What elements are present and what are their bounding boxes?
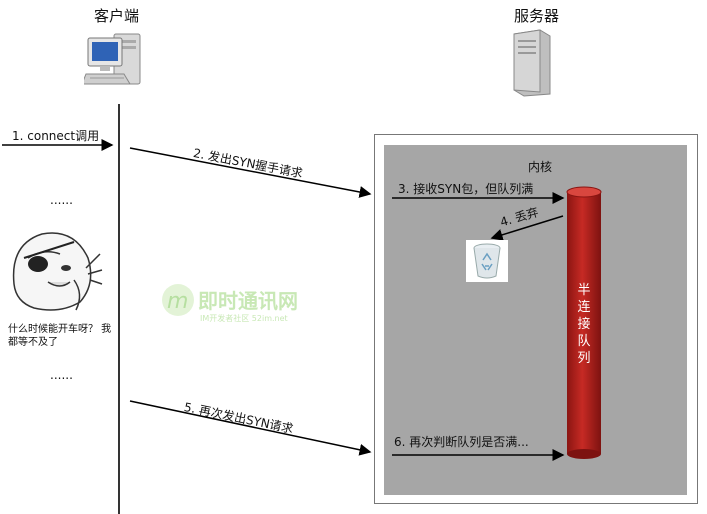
ellipsis-top: ...... xyxy=(50,193,73,207)
step-6-label: 6. 再次判断队列是否满... xyxy=(394,435,529,449)
trash-bin-icon xyxy=(466,240,508,282)
step-3-label: 3. 接收SYN包，但队列满 xyxy=(398,182,534,196)
meme-caption-line1: 什么时候能开车呀？ 我 xyxy=(8,324,112,335)
discard-arrow xyxy=(490,215,564,241)
syn-retry-arrow xyxy=(129,400,372,456)
server-tower-icon xyxy=(510,28,552,98)
client-title: 客户端 xyxy=(94,7,140,25)
svg-text:m: m xyxy=(167,289,188,314)
meme-caption-line2: 都等不及了 xyxy=(8,337,58,348)
svg-text:IM开发者社区 52im.net: IM开发者社区 52im.net xyxy=(200,313,288,323)
syn-request-arrow xyxy=(129,147,372,198)
server-title: 服务器 xyxy=(514,7,560,25)
waiting-meme-image xyxy=(4,224,104,316)
kernel-region xyxy=(384,145,687,495)
syn-queue-label: 半连接队列 xyxy=(577,283,591,366)
step-1-label: 1. connect调用 xyxy=(12,129,100,143)
ellipsis-bottom: ...... xyxy=(50,368,73,382)
syn-queue-cylinder xyxy=(566,186,602,460)
desktop-computer-icon xyxy=(81,30,144,92)
svg-text:即时通讯网: 即时通讯网 xyxy=(198,289,298,313)
watermark-logo: m 即时通讯网 IM开发者社区 52im.net xyxy=(158,282,338,324)
kernel-label: 内核 xyxy=(528,160,553,174)
